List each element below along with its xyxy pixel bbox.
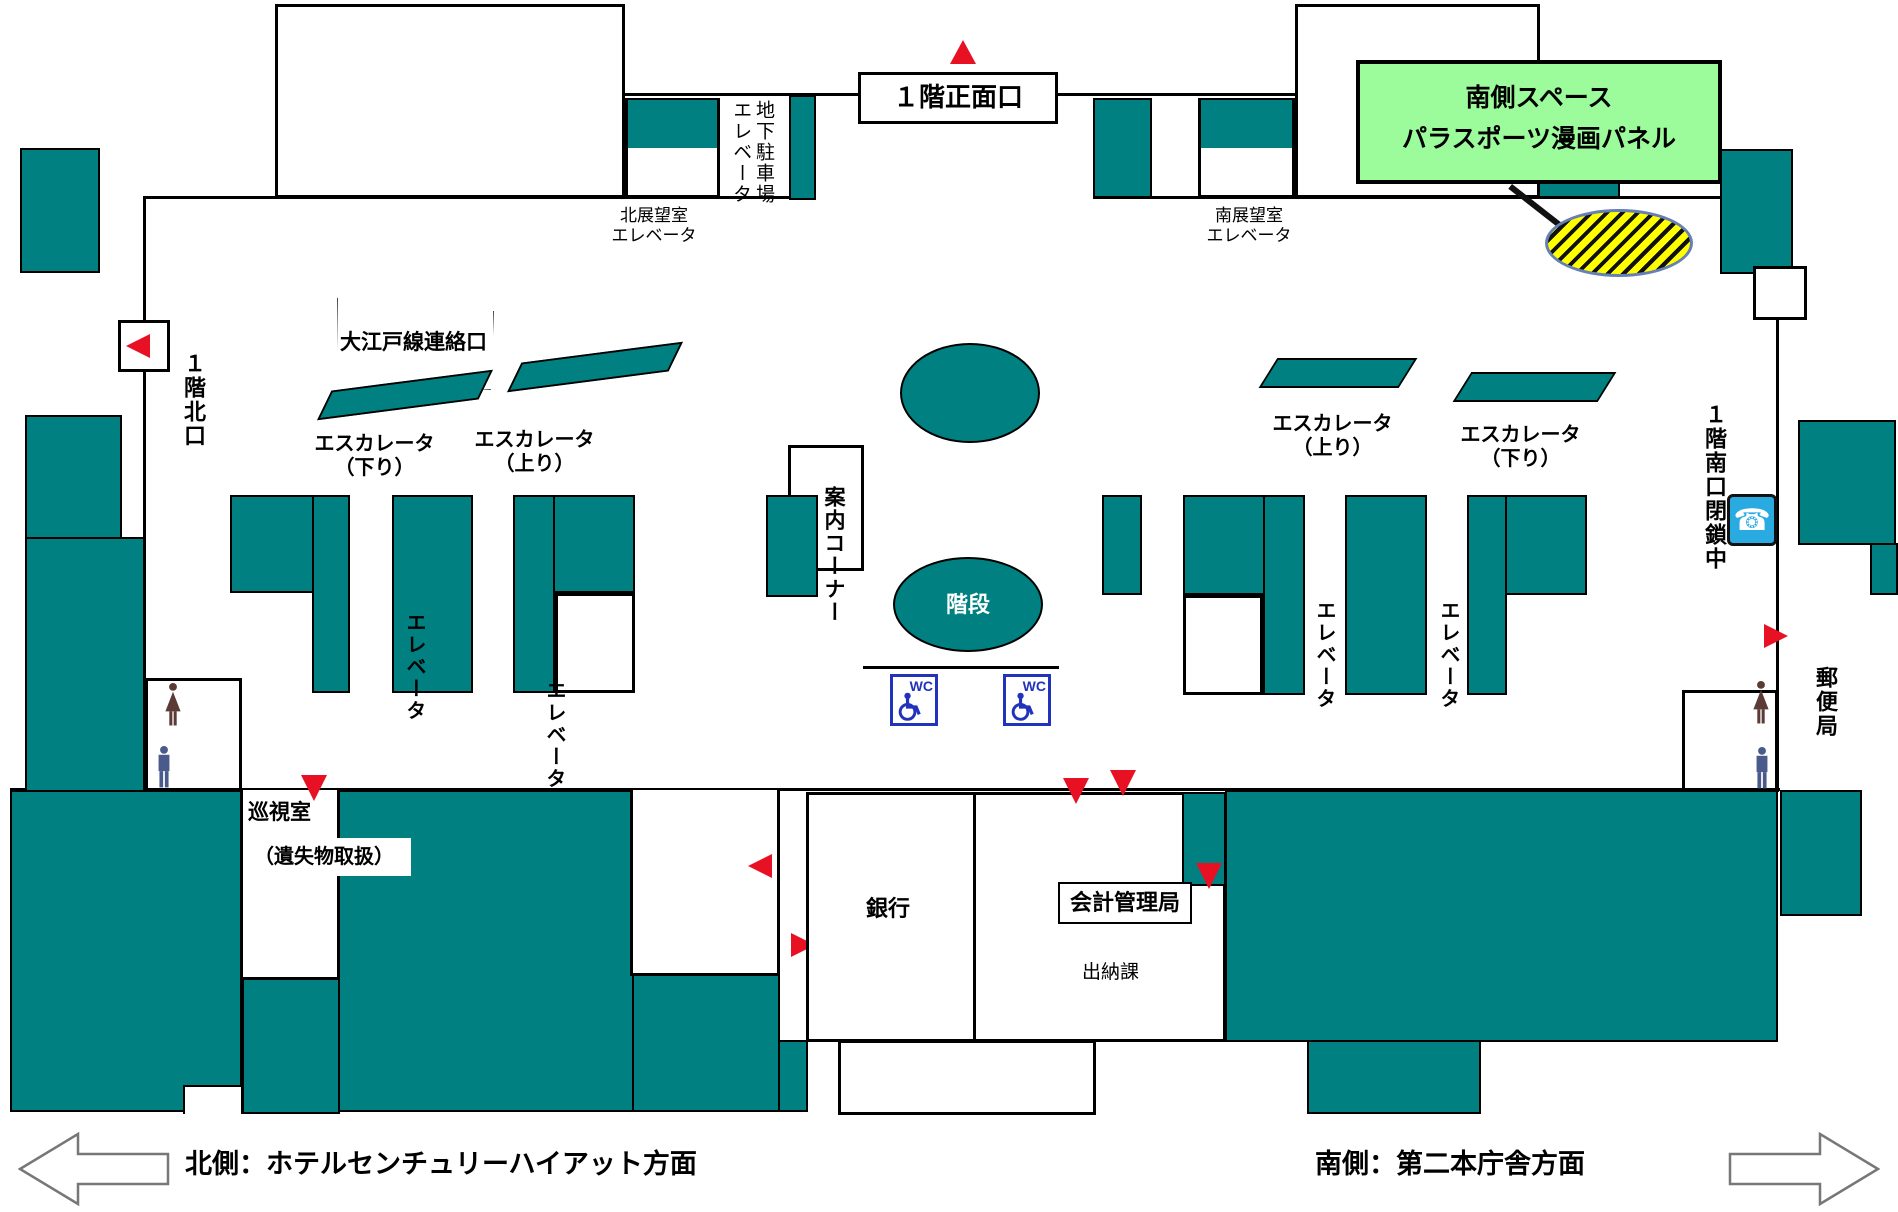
- accounting-bureau-label: 会計管理局: [1069, 890, 1180, 915]
- wall: [1093, 196, 1780, 199]
- toilet-room: [145, 678, 242, 791]
- escalator-label: エスカレータ （下り）: [314, 433, 435, 479]
- direction-arrow-icon: [1764, 624, 1788, 648]
- escalator-label: エスカレータ （下り）: [1460, 424, 1581, 470]
- escalator-shape: [507, 341, 683, 393]
- lower-area: [1307, 1040, 1481, 1114]
- highlight-ellipse: [1545, 209, 1693, 277]
- bank-label: 銀行: [866, 896, 911, 921]
- escalator-label: エスカレータ （上り）: [474, 429, 595, 475]
- wall: [143, 196, 816, 199]
- exit-box: [1753, 266, 1807, 320]
- lower-area: [1225, 790, 1778, 1042]
- room-block: [789, 95, 816, 200]
- wc-label: WC: [1022, 678, 1046, 694]
- south-exit-closed-label: １階南口閉鎖中: [1702, 403, 1727, 571]
- public-phone-icon: ☎: [1727, 494, 1777, 546]
- seam: [315, 498, 347, 590]
- room-outline: [1183, 595, 1263, 695]
- accounting-bureau-box: [1058, 882, 1192, 924]
- wall: [143, 196, 146, 680]
- pillar-ellipse: [900, 343, 1040, 443]
- male-toilet-icon: [158, 745, 170, 788]
- wc-accessible-icon: WC: [890, 674, 938, 726]
- room-block: [766, 495, 818, 597]
- direction-arrow-icon: [301, 775, 327, 801]
- room-block: [1201, 100, 1292, 148]
- seam: [1470, 498, 1504, 592]
- lower-area: [778, 1040, 808, 1112]
- elevator-label: エレベータ: [403, 612, 425, 722]
- room-block: [1345, 495, 1427, 695]
- north-direction-arrow-icon: [18, 1131, 170, 1207]
- male-toilet-icon: [1756, 746, 1768, 789]
- north-exit-arrow-icon: [126, 334, 150, 358]
- wc-label: WC: [909, 678, 933, 694]
- south-direction-label: 南側：第二本庁舎方面: [1315, 1149, 1585, 1179]
- south-direction-arrow-icon: [1728, 1131, 1880, 1207]
- escalator-shape: [1452, 372, 1617, 402]
- direction-arrow-icon: [1063, 778, 1089, 804]
- direction-arrow-icon: [1110, 770, 1136, 796]
- south-observatory-label: 南展望室 エレベータ: [1206, 206, 1292, 246]
- escalator-label: エスカレータ （上り）: [1272, 413, 1393, 459]
- seam: [516, 498, 552, 590]
- bottom-notch: [183, 1085, 243, 1114]
- ante-room: [630, 790, 780, 976]
- main-entrance-box: [858, 72, 1058, 124]
- wall: [10, 788, 1780, 791]
- room-block: [1720, 149, 1793, 274]
- main-entrance-label: １階正面口: [892, 82, 1023, 112]
- wall: [973, 792, 976, 1042]
- post-office-label: 郵便局: [1813, 666, 1838, 738]
- cashier-section-label: 出納課: [1082, 962, 1140, 983]
- elevator-label: エレベータ: [1313, 600, 1335, 710]
- wheelchair-icon: [1011, 692, 1034, 721]
- female-toilet-icon: [1753, 680, 1769, 724]
- room-block: [1093, 98, 1152, 198]
- room-block: [392, 495, 473, 693]
- wall: [1776, 196, 1779, 792]
- wall: [863, 666, 1059, 669]
- lost-and-found-box: [253, 838, 411, 876]
- patrol-room: [240, 790, 340, 980]
- south-space-panel: [1356, 60, 1722, 184]
- info-corner-label: 案内コーナー: [822, 486, 845, 624]
- direction-arrow-icon: [748, 854, 772, 878]
- room-outline: [555, 593, 635, 693]
- room-block: [1798, 420, 1896, 545]
- room-block: [628, 100, 717, 148]
- room-block: [1870, 543, 1898, 595]
- elevator-label: エレベータ: [1437, 600, 1459, 710]
- wheelchair-icon: [898, 692, 921, 721]
- bottom-room: [838, 1040, 1096, 1115]
- seam: [1266, 498, 1302, 592]
- north-direction-label: 北側：ホテルセンチュリーハイアット方面: [185, 1149, 697, 1179]
- entrance-arrow-icon: [950, 40, 976, 64]
- patrol-room-label: 巡視室: [248, 801, 311, 824]
- lower-area: [10, 790, 242, 1112]
- escalator-shape: [1258, 358, 1418, 388]
- wc-accessible-icon: WC: [1003, 674, 1051, 726]
- parking-elevator-label: 地下駐車場 エレベータ: [730, 100, 774, 205]
- lower-area: [632, 974, 780, 1112]
- seam: [30, 540, 118, 790]
- north-block-outline: [275, 4, 625, 198]
- north-exit-label: １階北口: [181, 352, 206, 448]
- lower-area: [242, 978, 340, 1114]
- room-block: [20, 148, 100, 273]
- elevator-label: エレベータ: [543, 680, 565, 790]
- lower-area: [1780, 790, 1862, 916]
- stairs-ellipse: [893, 557, 1043, 652]
- lost-and-found-label: （遺失物取扱）: [254, 846, 394, 868]
- stairs-label: 階段: [945, 592, 990, 617]
- south-space-panel-label: 南側スペース パラスポーツ漫画パネル: [1401, 84, 1676, 154]
- north-observatory-label: 北展望室 エレベータ: [611, 206, 697, 246]
- direction-arrow-icon: [1196, 863, 1222, 889]
- oedo-line-label: 大江戸線連絡口: [340, 331, 487, 354]
- female-toilet-icon: [165, 682, 181, 726]
- room-block: [1102, 495, 1142, 595]
